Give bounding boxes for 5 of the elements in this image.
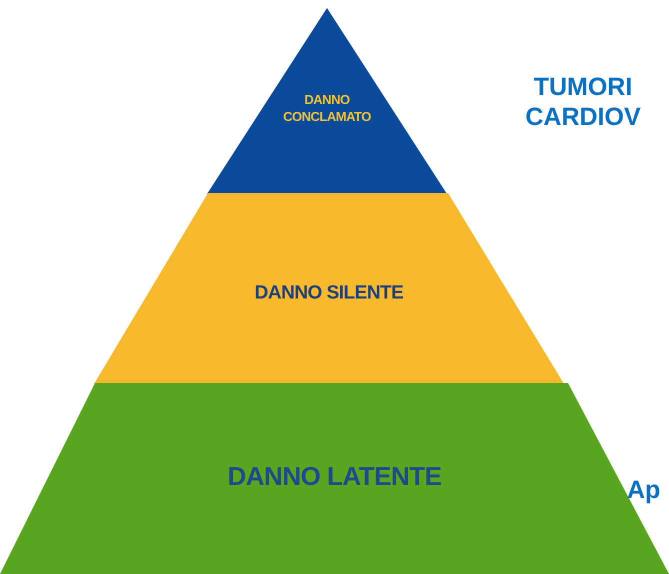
side-note: Ap xyxy=(627,475,662,505)
side-note: TUMORI CARDIOV xyxy=(524,72,642,132)
level-label: DANNO LATENTE xyxy=(226,460,442,493)
level-label: DANNO CONCLAMATO xyxy=(282,91,372,125)
level-label: DANNO SILENTE xyxy=(254,282,404,306)
